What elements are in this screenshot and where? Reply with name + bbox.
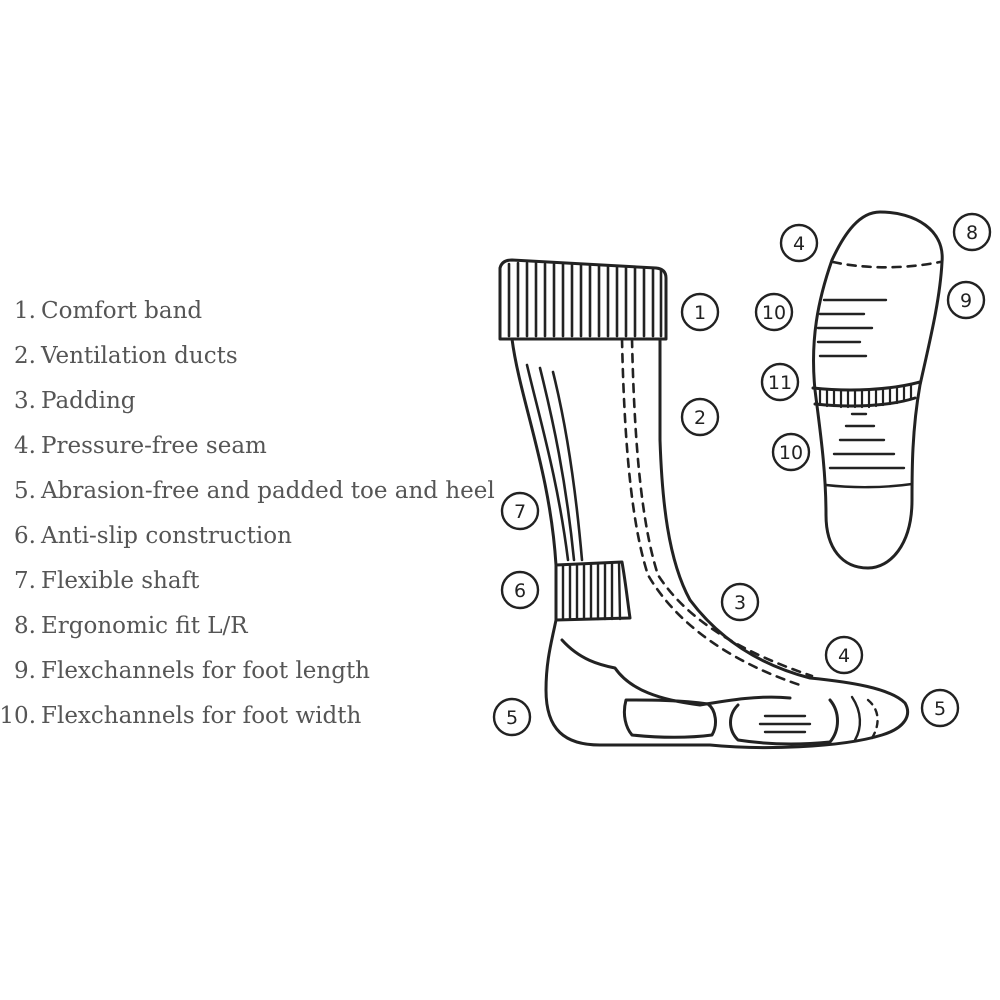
callout-label: 1 [694,302,706,324]
callout-label: 5 [934,698,946,720]
legend-label: Padding [41,388,136,414]
legend-number: 3. [14,388,36,414]
legend-number: 5. [14,478,36,504]
heel-padding-illustration [560,638,792,707]
sole-callouts: 4 8 10 9 11 10 [754,212,992,472]
sole-flexchannels-lower [828,412,906,470]
toe-seam-dashed [866,698,879,740]
legend-number: 7. [14,568,36,594]
callout-2: 2 [680,397,720,437]
sole-callout-10-lower: 10 [771,432,811,472]
legend-number: 4. [14,433,36,459]
sole-outline [812,210,944,570]
anti-slip-band-illustration [554,560,632,622]
legend-number: 9. [14,658,36,684]
sole-view [811,210,944,570]
legend-item-10: 10.Flexchannels for foot width [0,700,500,745]
sole-callout-4: 4 [779,223,819,263]
callout-label: 3 [734,592,746,614]
sole-callout-11: 11 [760,362,800,402]
toe-padding-illustration [729,698,839,746]
callout-6: 6 [500,570,540,610]
legend-item-9: 9.Flexchannels for foot length [0,655,500,700]
legend-label: Ventilation ducts [41,343,238,369]
callout-label: 9 [960,290,972,312]
legend-label: Ergonomic fit L/R [41,613,248,639]
callout-label: 4 [838,645,850,667]
callout-5-heel: 5 [492,697,532,737]
callout-label: 10 [762,302,786,324]
legend-item-6: 6.Anti-slip construction [0,520,500,565]
legend-label: Abrasion-free and padded toe and heel [41,478,495,504]
legend-label: Flexible shaft [41,568,200,594]
legend-item-3: 3.Padding [0,385,500,430]
sole-arch-band [811,380,922,409]
callout-label: 8 [966,222,978,244]
legend-item-5: 5.Abrasion-free and padded toe and heel [0,475,500,520]
callout-label: 2 [694,407,706,429]
legend-item-2: 2.Ventilation ducts [0,340,500,385]
shaft-outline [510,337,692,602]
legend-label: Comfort band [41,298,203,324]
legend-item-8: 8.Ergonomic fit L/R [0,610,500,655]
legend-label: Flexchannels for foot width [41,703,362,729]
legend-label: Anti-slip construction [41,523,292,549]
heel-pad-shape [622,698,717,739]
ventilation-ducts-illustration [525,363,584,562]
callout-7: 7 [500,491,540,531]
sole-heel-seam [824,482,914,489]
sole-flexchannels-upper [816,298,888,358]
legend-item-7: 7.Flexible shaft [0,565,500,610]
legend-item-4: 4.Pressure-free seam [0,430,500,475]
legend-list: 1.Comfort band 2.Ventilation ducts 3.Pad… [0,295,500,745]
sole-callout-8: 8 [952,212,992,252]
legend-item-1: 1.Comfort band [0,295,500,340]
toe-flex-channels [758,714,812,734]
legend-number: 6. [14,523,36,549]
sock-side-view [498,258,910,749]
callout-label: 10 [779,442,803,464]
callout-4: 4 [824,635,864,675]
sock-callouts: 1 2 7 6 3 4 5 5 [492,292,960,737]
callout-label: 6 [514,580,526,602]
toe-seam-line [850,695,862,742]
callout-label: 7 [514,501,526,523]
legend-number: 2. [14,343,36,369]
callout-3: 3 [720,582,760,622]
sole-callout-10-upper: 10 [754,292,794,332]
padding-seam-illustration [620,337,814,687]
legend-label: Flexchannels for foot length [41,658,370,684]
legend-number: 1. [14,298,36,324]
comfort-band-illustration [498,258,668,341]
callout-label: 5 [506,707,518,729]
foot-outline [544,598,910,749]
legend-number: 10. [0,703,36,729]
callout-label: 4 [793,233,805,255]
callout-1: 1 [680,292,720,332]
sole-toe-seam-dashed [831,260,942,269]
sole-callout-9: 9 [946,280,986,320]
callout-5-toe: 5 [920,688,960,728]
callout-label: 11 [768,372,792,394]
legend-number: 8. [14,613,36,639]
legend-label: Pressure-free seam [41,433,267,459]
